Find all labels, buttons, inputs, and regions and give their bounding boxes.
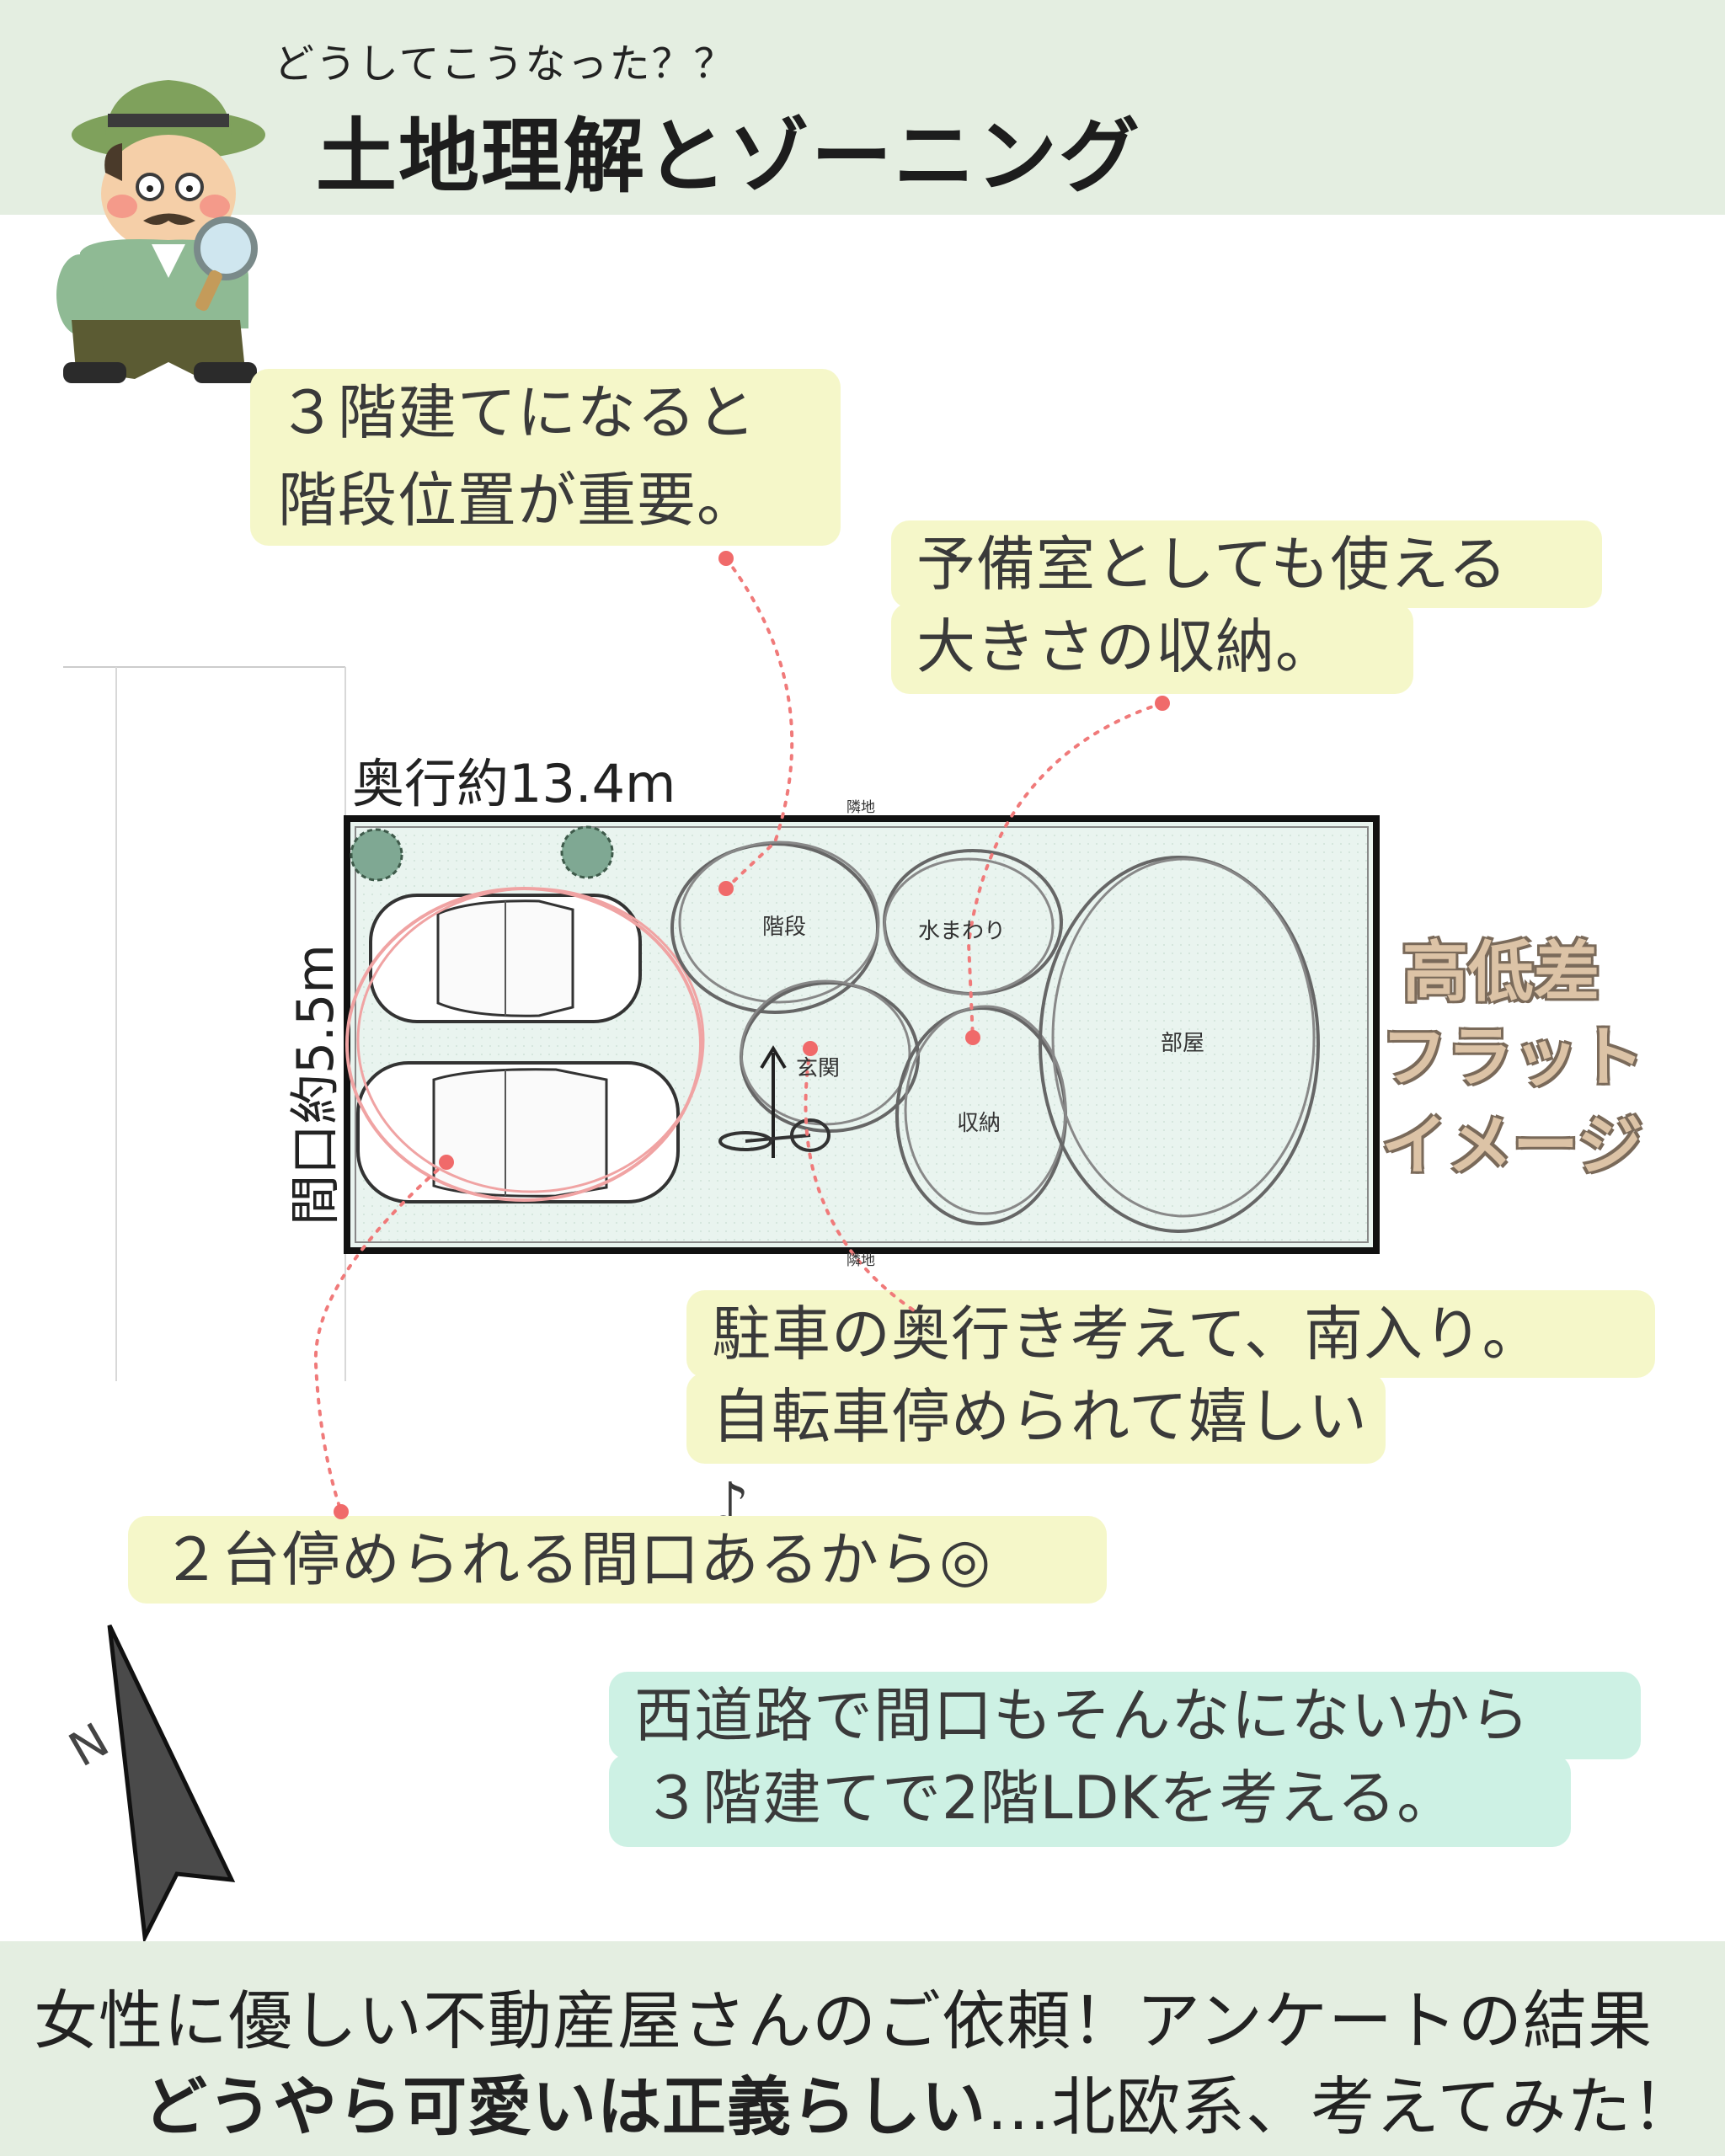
depth-dimension: 奥行約13.4m — [352, 753, 676, 814]
zone-label-storage: 収納 — [957, 1111, 1001, 1136]
entrance-arrow-icon — [760, 1045, 787, 1158]
side-label-flat: フラット — [1381, 1020, 1645, 1096]
leader-dot-storage-start — [1155, 696, 1170, 711]
car-top — [369, 894, 642, 1023]
footer-line2-rest: …北欧系、考えてみた！ — [986, 2069, 1697, 2144]
footer-line2: どうやら可愛いは正義らしい…北欧系、考えてみた！ — [143, 2055, 1696, 2148]
footer-line1: 女性に優しい不動産屋さんのご依頼！アンケートの結果 — [34, 1983, 1653, 2058]
leader-stairs — [724, 557, 794, 890]
zone-label-stairs: 階段 — [762, 915, 807, 940]
side-label-image: イメージ — [1381, 1108, 1643, 1184]
note-storage-line1-box: 予備室としても使える — [891, 520, 1602, 608]
note-parking-line2-box: 自転車停められて嬉しい♪ — [686, 1373, 1386, 1539]
note-storage-line2: 大きさの収納。 — [916, 612, 1335, 681]
leader-dot-parking — [439, 1155, 454, 1170]
note-parking-line2: 自転車停められて嬉しい♪ — [712, 1382, 1368, 1539]
note-plan-line1-box: 西道路で間口もそんなにないから — [609, 1672, 1641, 1759]
leader-dot-entrance — [803, 1041, 818, 1056]
note-frontage-line1: ２台停められる間口あるから◎ — [162, 1525, 992, 1594]
leader-storage — [966, 702, 1164, 1039]
lot-inner-line — [355, 826, 1369, 1243]
page-subtitle: どうしてこうなった？？ — [274, 40, 736, 88]
tree-right — [560, 825, 614, 879]
parking-zone — [345, 887, 705, 1202]
footer-band — [0, 1941, 1725, 2156]
neighbor-label-top: 隣地 — [846, 799, 875, 816]
note-frontage: ２台停められる間口あるから◎ — [128, 1516, 1107, 1604]
north-arrow-icon — [107, 1624, 236, 1945]
neighbor-label-bottom: 隣地 — [846, 1252, 875, 1269]
note-stairs-line2: 階段位置が重要。 — [278, 466, 756, 535]
leader-dot-storage-end — [965, 1030, 980, 1045]
note-plan-line2: ３階建てで2階LDKを考える。 — [643, 1764, 1457, 1833]
leader-dot-frontage — [334, 1504, 349, 1519]
car-bottom — [356, 1061, 680, 1203]
leader-dot-stairs-start — [718, 551, 734, 566]
side-label-level: 高低差 — [1402, 935, 1600, 1011]
page-title: 土地理解とゾーニング — [316, 109, 1141, 204]
zone-label-entrance: 玄関 — [796, 1056, 841, 1081]
tree-left — [350, 828, 403, 882]
bicycle-icon — [718, 1118, 830, 1152]
note-parking-line1: 駐車の奥行き考えて、南入り。 — [712, 1299, 1542, 1369]
note-stairs: ３階建てになると 階段位置が重要。 — [250, 369, 841, 546]
leader-parking — [804, 1047, 916, 1312]
note-stairs-line1: ３階建てになると — [278, 378, 756, 447]
header-band — [0, 0, 1725, 215]
note-plan-line2-box: ３階建てで2階LDKを考える。 — [609, 1754, 1571, 1847]
note-plan-line1: 西道路で間口もそんなにないから — [634, 1681, 1530, 1750]
zone-stairs — [670, 841, 880, 1014]
note-storage-line2-box: 大きさの収納。 — [891, 603, 1413, 694]
footer-line2-bold: どうやら可愛いは正義らしい — [143, 2069, 986, 2144]
leader-frontage — [313, 1161, 448, 1513]
leader-dot-stairs-end — [718, 881, 734, 896]
note-parking-line1-box: 駐車の奥行き考えて、南入り。 — [686, 1290, 1655, 1378]
zone-label-room: 部屋 — [1161, 1031, 1205, 1056]
zone-room — [1039, 856, 1320, 1233]
zone-label-water: 水まわり — [918, 919, 1007, 944]
zone-water — [883, 849, 1063, 995]
note-storage-line1: 予備室としても使える — [916, 530, 1509, 599]
